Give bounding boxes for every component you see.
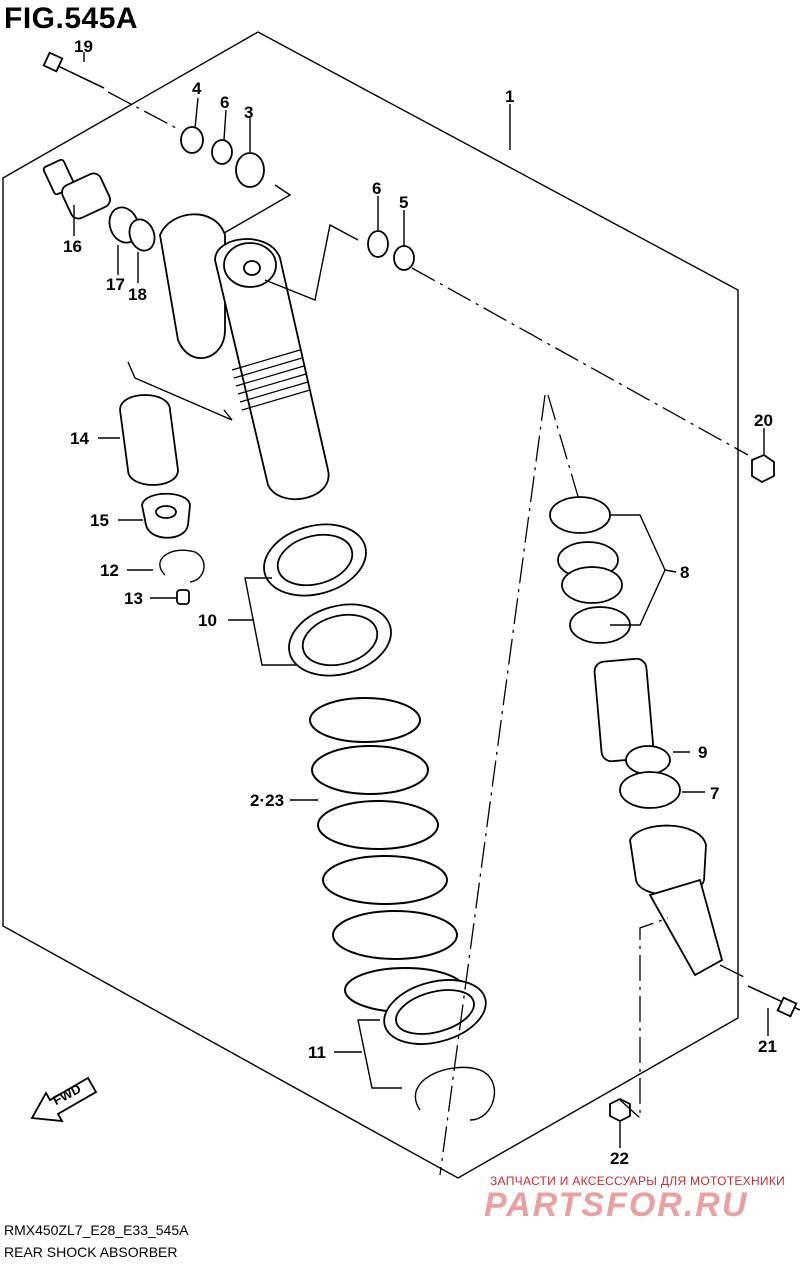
callout-20: 20	[754, 411, 773, 430]
leader-lines	[73, 52, 769, 1148]
callout-7: 7	[710, 784, 720, 803]
callout-9: 9	[698, 743, 708, 762]
spring-guide-11-part	[383, 979, 487, 1045]
figure-title: FIG.545A	[4, 2, 139, 35]
assembly-frame	[2, 31, 739, 1179]
bolt-21-part	[747, 985, 800, 1018]
cap-15-top	[155, 505, 177, 519]
callout-8: 8	[680, 563, 690, 582]
seal-6b-part	[367, 230, 389, 258]
watermark-tagline: ЗАПЧАСТИ И АКСЕССУАРЫ ДЛЯ МОТОТЕХНИКИ	[490, 1174, 786, 1188]
callout-18: 18	[128, 285, 147, 304]
callout-1: 1	[505, 87, 515, 106]
callout-15: 15	[90, 511, 109, 530]
callout-16: 16	[63, 237, 82, 256]
callout-6a: 6	[220, 93, 230, 112]
clip-11-part	[414, 1066, 496, 1121]
leader-reservoir	[127, 361, 233, 421]
collar-7-part	[619, 771, 681, 809]
callout-17: 17	[106, 275, 125, 294]
callout-14: 14	[70, 429, 89, 448]
callout-19: 19	[74, 37, 93, 56]
valve-13-part	[176, 589, 190, 605]
circlip-12-part	[159, 549, 205, 583]
bracket-11	[357, 1019, 402, 1089]
seal-6-part	[211, 139, 233, 165]
bladder-14-part	[119, 394, 179, 486]
bracket-8	[610, 514, 666, 626]
axis-line-21	[719, 964, 747, 979]
axis-line-22	[619, 917, 669, 1120]
locknut-10a-part	[263, 523, 367, 597]
bearing-3-part	[235, 152, 265, 188]
o-ring-18-part	[128, 218, 156, 252]
axis-line-right	[547, 394, 586, 521]
callout-11: 11	[308, 1043, 326, 1062]
collar-4-part	[180, 126, 204, 154]
damper-rod-part	[593, 657, 724, 977]
collar-5-part	[393, 245, 415, 271]
shock-body-part	[159, 213, 330, 501]
bumper-8-part	[549, 496, 631, 644]
callout-2-23: 2·23	[250, 791, 285, 810]
leader-mount	[264, 223, 359, 301]
watermark-logo: PARTSFOR.RU	[484, 1186, 749, 1224]
bracket-10	[244, 577, 298, 666]
section-name: REAR SHOCK ABSORBER	[4, 1244, 178, 1260]
adjuster-16-part	[42, 158, 111, 220]
axis-line-mount	[411, 267, 749, 456]
callout-22: 22	[610, 1149, 629, 1168]
locknut-10b-part	[288, 603, 392, 677]
ring-9-part	[625, 745, 671, 775]
axis-line-center	[439, 394, 546, 1176]
spring-2-23-part	[309, 697, 466, 1013]
nut-20-part	[751, 453, 775, 484]
callout-13: 13	[124, 589, 143, 608]
bolt-19-part	[42, 51, 105, 89]
callout-6b: 6	[372, 179, 382, 198]
callout-4: 4	[192, 79, 202, 98]
fwd-arrow-icon	[30, 1076, 98, 1123]
leader-8	[664, 569, 677, 573]
callout-12: 12	[100, 561, 119, 580]
model-code: RMX450ZL7_E28_E33_545A	[4, 1222, 189, 1238]
callout-3: 3	[244, 103, 254, 122]
callout-10: 10	[198, 611, 217, 630]
callout-5: 5	[399, 193, 409, 212]
callout-21: 21	[758, 1037, 777, 1056]
axis-line-19	[107, 91, 181, 131]
nut-22-part	[609, 1097, 631, 1123]
